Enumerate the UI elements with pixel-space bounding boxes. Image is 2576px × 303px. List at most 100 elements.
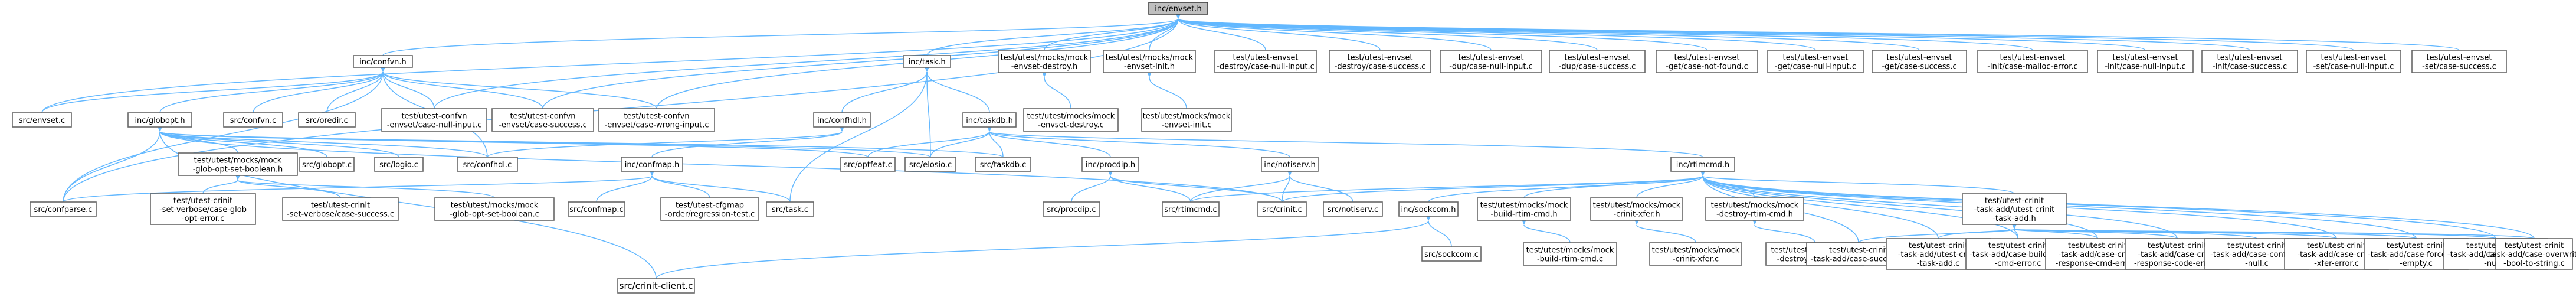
node-label: src/globopt.c [302,161,352,170]
graph-node-src-notiserv-c[interactable]: src/notiserv.c [1323,201,1383,217]
graph-node-mock-envset-destroy-h[interactable]: test/utest/mocks/mock-envset-destroy.h [998,50,1091,73]
node-label: -set-verbose/case-glob [159,206,247,214]
graph-node-t-task-add-h[interactable]: test/utest-crinit-task-add/utest-crinit-… [1962,193,2067,225]
dependency-edge [1700,170,2015,194]
graph-node-mock-envset-init-c[interactable]: test/utest/mocks/mock-envset-init.c [1141,108,1232,132]
graph-node-notiserv-h[interactable]: inc/notiserv.h [1261,157,1319,172]
dependency-edge [41,66,386,113]
graph-node-t-confvn-success[interactable]: test/utest-confvn-envset/case-success.c [491,108,594,132]
node-label: test/utest-crinit [311,201,370,210]
dependency-edge [1146,71,1187,109]
graph-node-procdip-h[interactable]: inc/procdip.h [1081,157,1139,172]
node-box [1670,157,1735,172]
graph-node-sockcom-h[interactable]: inc/sockcom.h [1398,201,1459,217]
graph-node-t-set-success[interactable]: test/utest-envset-set/case-success.c [2411,50,2507,73]
graph-node-task-h[interactable]: inc/task.h [903,55,951,68]
graph-node-confmap-h[interactable]: inc/confmap.h [621,157,683,172]
node-label: -envset/case-wrong-input.c [605,121,709,130]
graph-node-mock-envset-init-h[interactable]: test/utest/mocks/mock-envset-init.h [1103,50,1196,73]
node-layer: inc/envset.h inc/confvn.h inc/task.h test/u… [12,2,2576,294]
node-label: test/utest-envset [1458,54,1523,63]
graph-node-src-logio-c[interactable]: src/logio.c [374,157,424,172]
graph-node-mock-build-rtim-cmd-c[interactable]: test/utest/mocks/mock-build-rtim-cmd.c [1523,242,1617,266]
graph-node-src-rtimcmd-c[interactable]: src/rtimcmd.c [1162,201,1220,217]
node-box [434,197,555,221]
node-label: -empty.c [2400,259,2433,268]
dependency-edge [930,126,992,158]
node-label: -init/case-null-input.c [2105,63,2185,71]
graph-node-t-get-null[interactable]: test/utest-envset-get/case-null-input.c [1767,50,1864,73]
node-label: -opt-error.c [182,214,224,223]
graph-node-mock-glob-opt-h[interactable]: test/utest/mocks/mock-glob-opt-set-boole… [178,152,298,176]
graph-node-t-get-success[interactable]: test/utest-envset-get/case-success.c [1872,50,1967,73]
node-label: -get/case-null-input.c [1775,63,1856,71]
graph-node-t-dup-null[interactable]: test/utest-envset-dup/case-null-input.c [1440,50,1542,73]
graph-node-t-crinit-verbose-success[interactable]: test/utest-crinit-set-verbose/case-succe… [282,197,399,221]
graph-node-t-dup-success[interactable]: test/utest-envset-dup/case-success.c [1549,50,1646,73]
node-box [381,108,487,132]
dependency-edge [1634,219,1696,243]
graph-node-src-optfeat-c[interactable]: src/optfeat.c [840,157,896,172]
graph-node-globopt-h[interactable]: inc/globopt.h [127,112,192,128]
node-label: test/utest/mocks/mock [1106,54,1194,63]
graph-node-src-confmap-c[interactable]: src/confmap.c [568,201,625,217]
graph-node-src-oredir-c[interactable]: src/oredir.c [298,112,356,128]
graph-node-t-init-malloc[interactable]: test/utest-envset-init/case-malloc-error… [1977,50,2088,73]
graph-node-mock-crinit-xfer-c[interactable]: test/utest/mocks/mock-crinit-xfer.c [1649,242,1742,266]
graph-node-src-confvn-c[interactable]: src/confvn.c [223,112,283,128]
graph-node-src-sockcom-c[interactable]: src/sockcom.c [1421,246,1482,262]
graph-node-mock-destroy-rtim-cmd-h[interactable]: test/utest/mocks/mock-destroy-rtim-cmd.h [1705,197,1804,221]
node-label: test/utest/mocks/mock [1480,201,1568,210]
node-box [1549,50,1646,73]
graph-node-taskdb-h[interactable]: inc/taskdb.h [962,112,1017,128]
graph-node-mock-build-rtim-cmd-h[interactable]: test/utest/mocks/mock-build-rtim-cmd.h [1477,197,1571,221]
node-box [813,112,871,128]
dependency-edge [1636,170,1706,198]
graph-node-rtimcmd-h[interactable]: inc/rtimcmd.h [1670,157,1735,172]
graph-node-t-cfgmap-order[interactable]: test/utest-cfgmap-order/regression-test.… [660,197,759,221]
graph-node-t-init-null[interactable]: test/utest-envset-init/case-null-input.c [2097,50,2194,73]
dependency-edge [157,126,327,158]
graph-node-confvn-h[interactable]: inc/confvn.h [353,55,413,68]
node-label: test/utest-envset [2217,54,2282,63]
graph-node-mock-glob-opt-c[interactable]: test/utest/mocks/mock-glob-opt-set-boole… [434,197,555,221]
node-box [1872,50,1967,73]
graph-node-envset-h[interactable]: inc/envset.h [1148,2,1208,15]
dependency-edge [2011,223,2018,239]
node-label: test/utest-crinit [173,197,232,206]
dependency-edge [1175,13,1598,51]
dependency-edge [1700,170,2098,239]
node-label: -crinit-xfer.h [1613,210,1660,219]
graph-node-src-task-c[interactable]: src/task.c [766,201,814,217]
graph-node-t-crinit-verbose-glob[interactable]: test/utest-crinit-set-verbose/case-glob-… [150,193,256,225]
graph-node-src-envset-c[interactable]: src/envset.c [12,112,72,128]
graph-node-t-confvn-wrong[interactable]: test/utest-confvn-envset/case-wrong-inpu… [598,108,715,132]
node-box [1148,2,1208,15]
graph-node-src-elosio-c[interactable]: src/elosio.c [904,157,956,172]
node-box [299,157,355,172]
node-label: test/utest-envset [2321,54,2386,63]
graph-node-t-ta-overwrite[interactable]: test/utest-crinit-task-add/case-overwrit… [2486,238,2576,270]
node-label: test/utest/mocks/mock [1526,246,1614,255]
graph-node-mock-crinit-xfer-h[interactable]: test/utest/mocks/mock-crinit-xfer.h [1590,197,1683,221]
dependency-edge [1190,170,1293,203]
graph-node-src-confhdl-c[interactable]: src/confhdl.c [457,157,518,172]
graph-node-src-crinit-c[interactable]: src/crinit.c [1257,201,1307,217]
graph-node-mock-envset-destroy-c[interactable]: test/utest/mocks/mock-envset-destroy.c [1023,108,1119,132]
graph-node-confhdl-h[interactable]: inc/confhdl.h [813,112,871,128]
graph-node-t-get-notfound[interactable]: test/utest-envset-get/case-not-found.c [1656,50,1758,73]
graph-node-src-crinit-client-c[interactable]: src/crinit-client.c [617,278,695,294]
graph-node-t-destroy-success[interactable]: test/utest-envset-destroy/case-success.c [1329,50,1431,73]
graph-node-t-destroy-null[interactable]: test/utest-envset-destroy/case-null-inpu… [1214,50,1317,73]
node-box [1023,108,1119,132]
graph-node-t-confvn-null[interactable]: test/utest-confvn-envset/case-null-input… [381,108,487,132]
graph-node-src-taskdb-c[interactable]: src/taskdb.c [975,157,1031,172]
dependency-edge [1041,71,1071,109]
graph-node-t-init-success[interactable]: test/utest-envset-init/case-success.c [2201,50,2298,73]
graph-node-src-confparse-c[interactable]: src/confparse.c [30,201,97,217]
graph-node-t-set-null[interactable]: test/utest-envset-set/case-null-input.c [2306,50,2401,73]
dependency-edge [1282,170,1293,203]
node-label: -task-add/utest-crinit [1974,206,2055,214]
graph-node-src-procdip-c[interactable]: src/procdip.c [1043,201,1100,217]
graph-node-src-globopt-c[interactable]: src/globopt.c [299,157,355,172]
